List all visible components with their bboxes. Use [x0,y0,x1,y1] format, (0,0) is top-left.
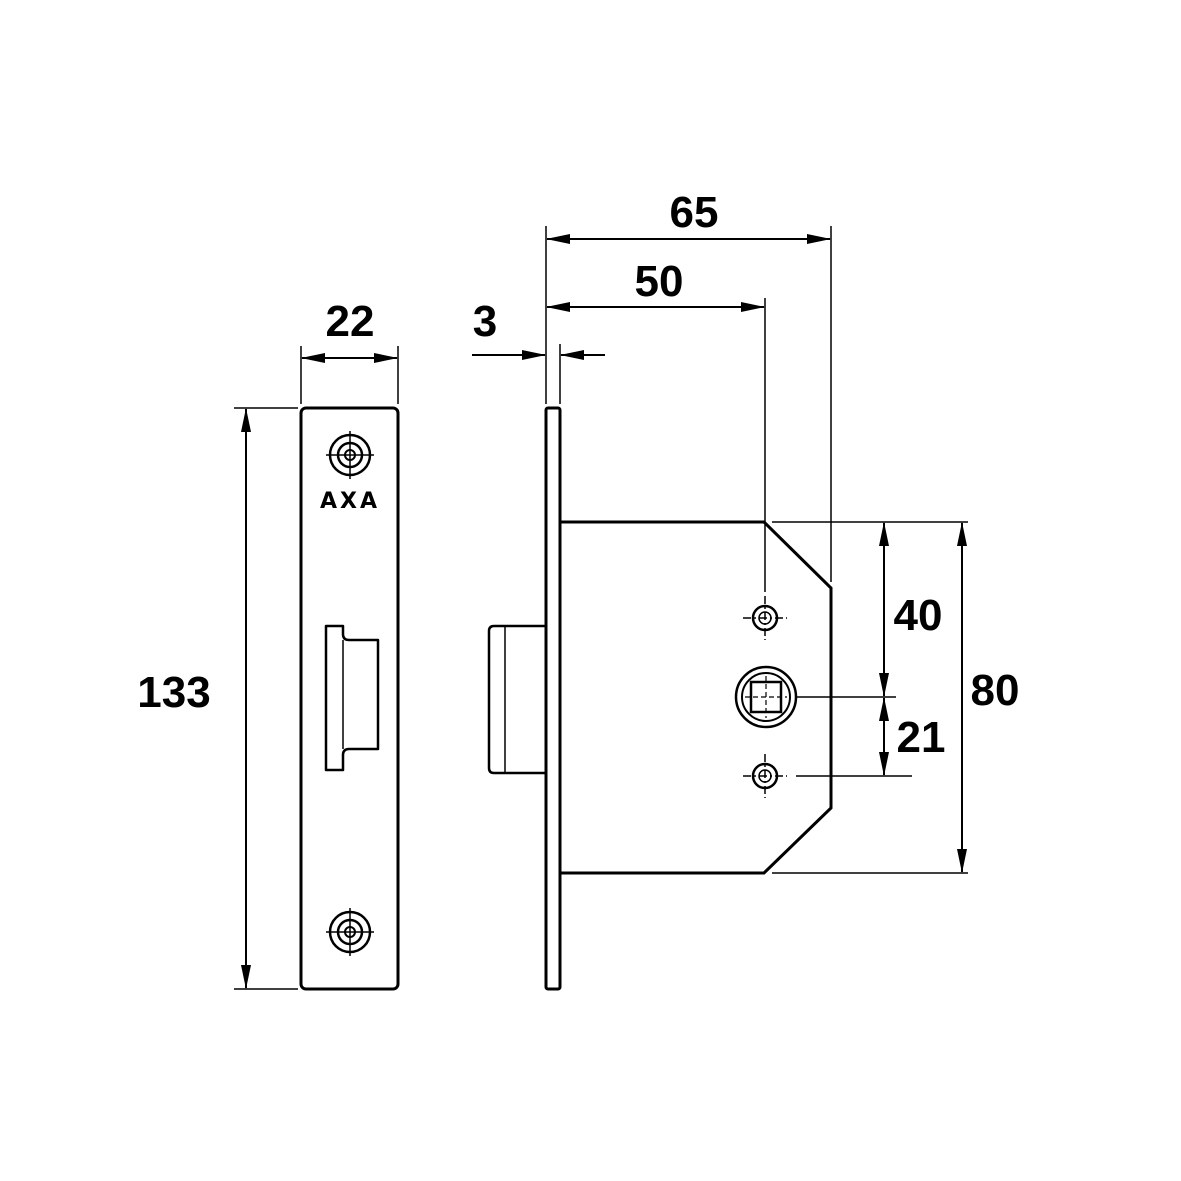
faceplate-outline [299,406,400,991]
upper-fixing-hole-icon [743,596,787,640]
faceplate-side-edge [544,406,562,991]
dimension-label-133: 133 [137,668,210,717]
dimension-label-65: 65 [670,188,719,237]
dimension-label-40: 40 [894,591,943,640]
spindle-follower-icon [734,665,798,729]
dimension-faceplate-thickness: 3 [472,226,605,404]
dimension-label-80: 80 [971,666,1020,715]
dimension-label-3: 3 [473,297,497,346]
dimension-faceplate-width: 22 [300,297,399,404]
faceplate-front-view: AXA [299,406,400,991]
dimension-label-22: 22 [326,297,375,346]
dimension-label-21: 21 [897,713,946,762]
bolt-slot-icon [324,624,380,772]
bottom-screw-hole-icon [326,908,374,956]
dimension-faceplate-height: 133 [137,407,298,990]
dimension-case-depth: 65 [546,188,832,582]
dimension-backset: 50 [546,257,766,592]
dimension-keyhole-spacing: 40 [879,522,943,697]
dimension-case-height: 80 [957,522,1020,873]
top-screw-hole-icon [326,431,374,479]
lower-fixing-hole-icon [743,754,787,798]
lock-case-outline [560,520,833,875]
dimension-label-50: 50 [635,257,684,306]
brand-logo: AXA [320,489,380,514]
bolt-side-icon [487,624,546,775]
dimension-lower-hole-spacing: 21 [879,697,946,776]
lock-side-view [487,406,833,991]
